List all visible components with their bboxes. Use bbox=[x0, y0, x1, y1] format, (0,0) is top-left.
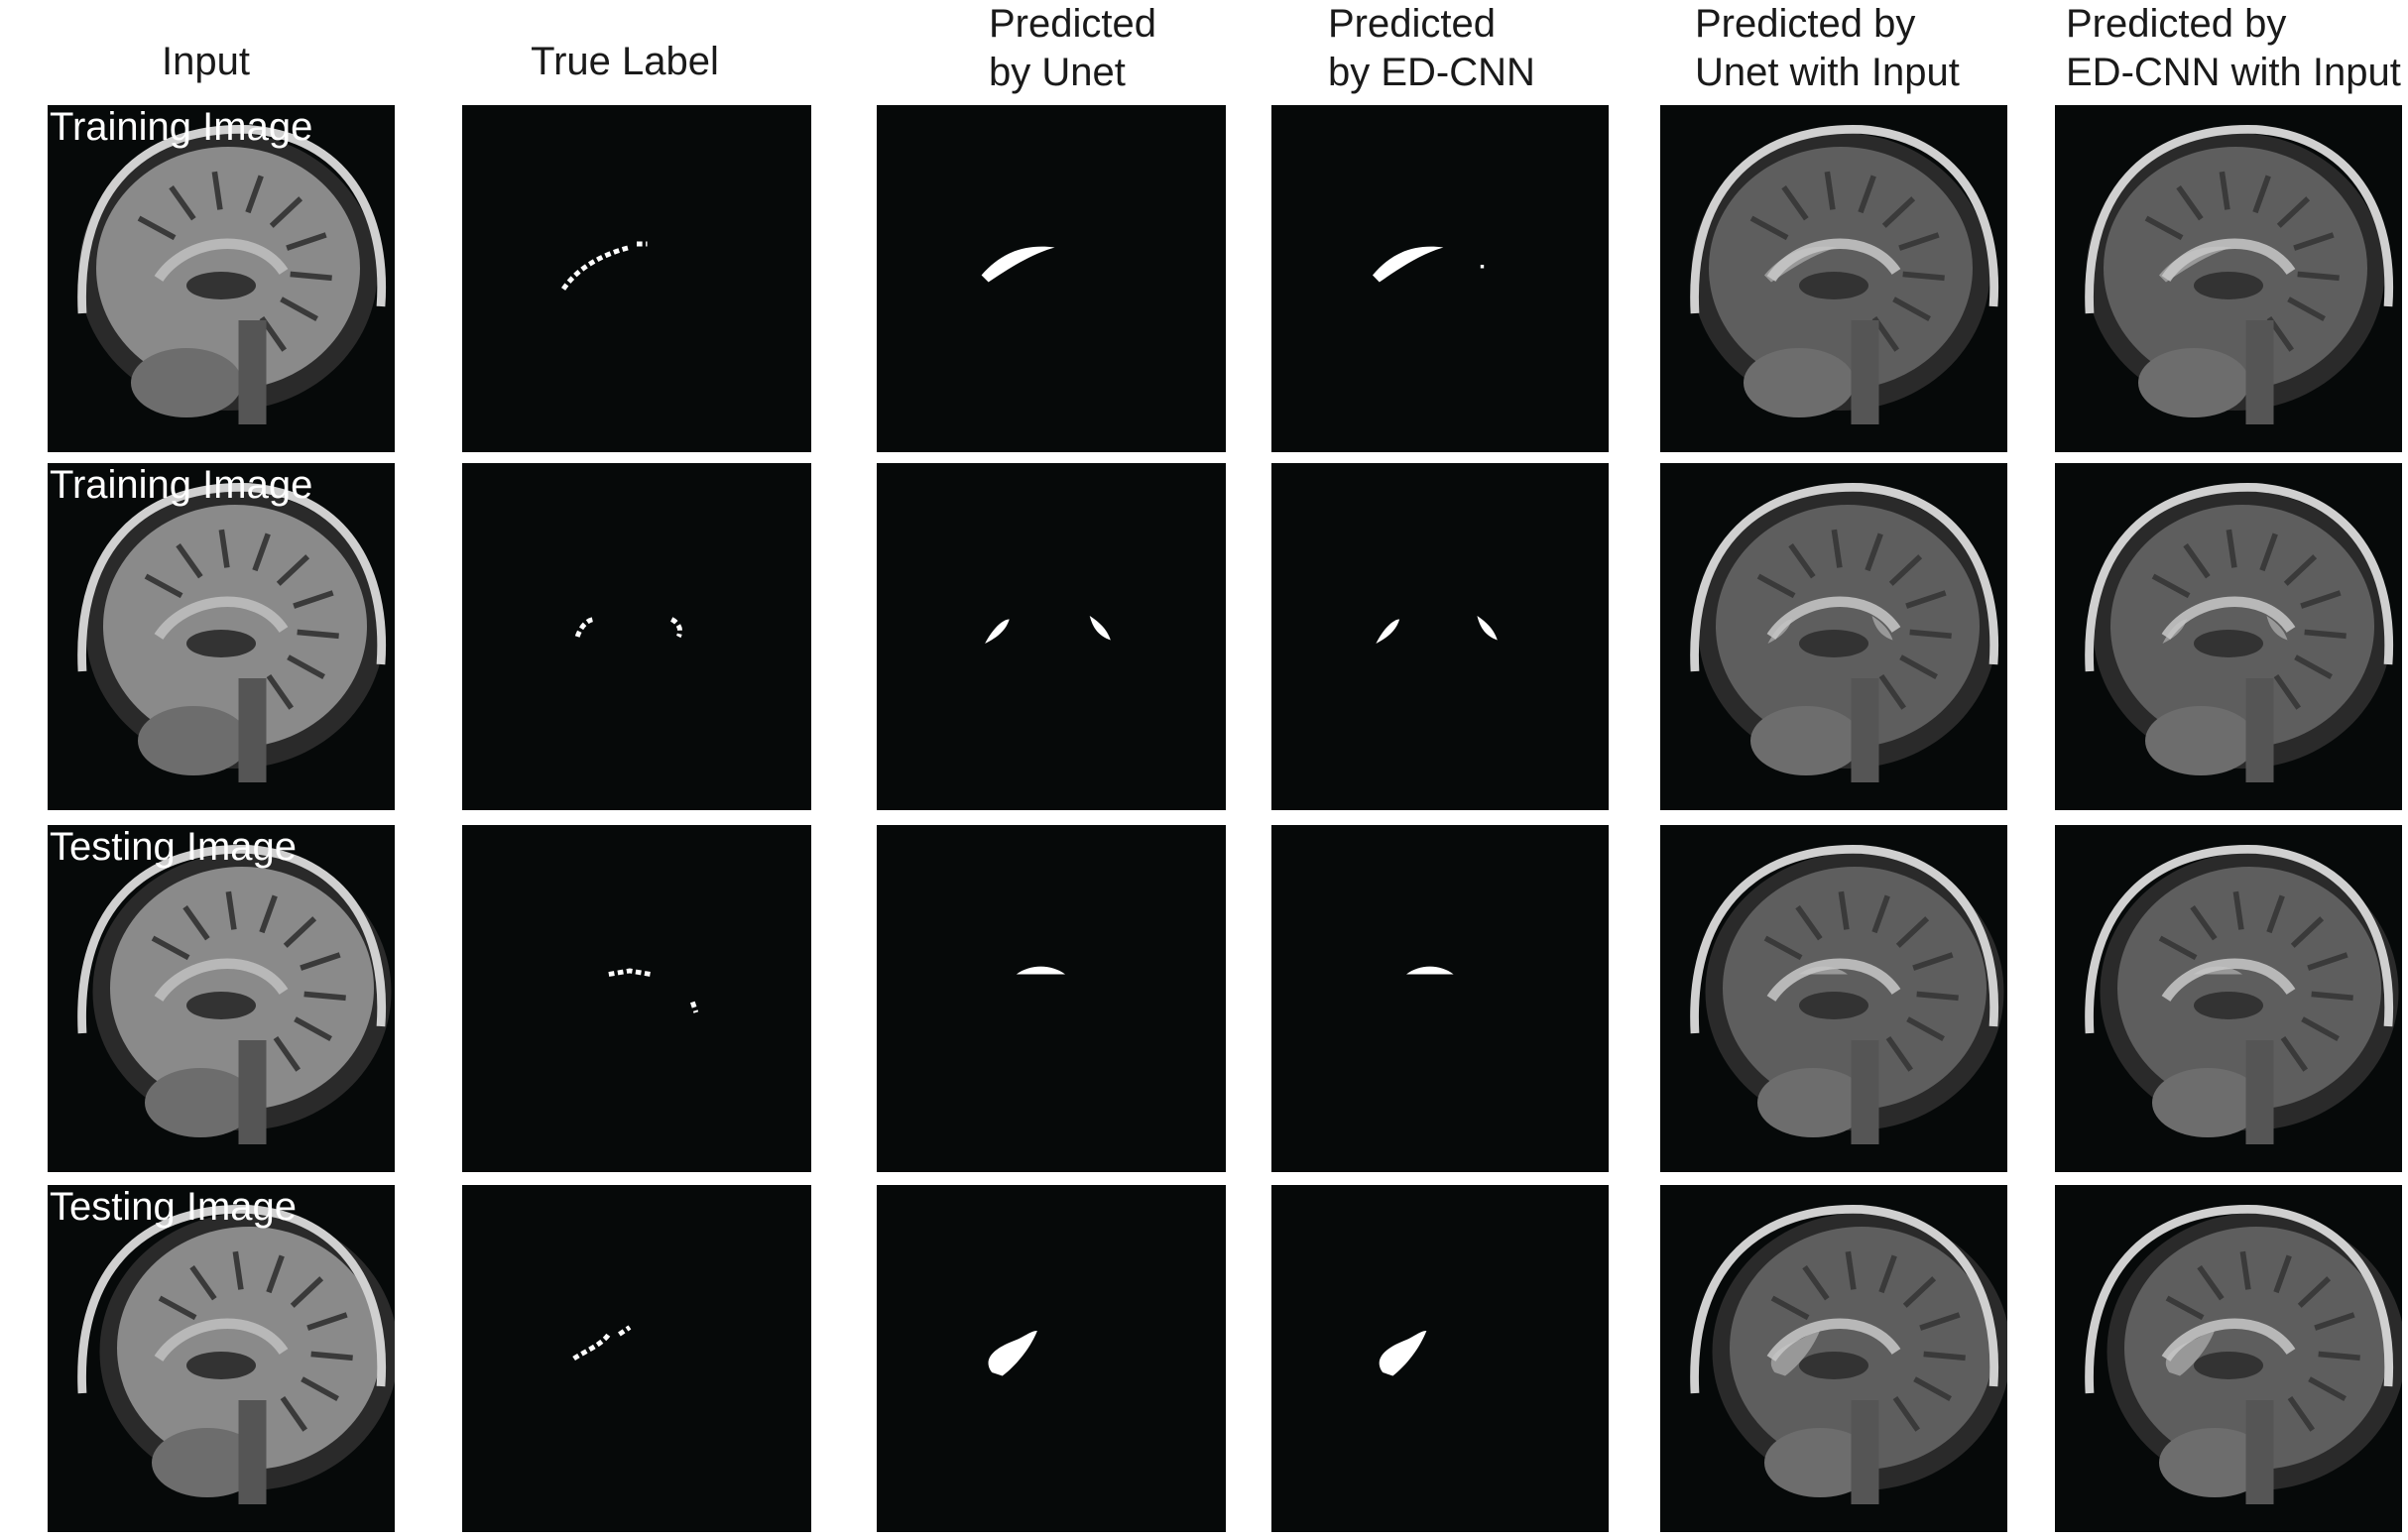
edcnn-overlay-row-1 bbox=[2055, 105, 2402, 452]
column-header-predicted-unet-input: Predicted by Unet with Input bbox=[1695, 2, 1960, 94]
input-image-graphic bbox=[77, 845, 392, 1144]
edcnn-prediction-row-3 bbox=[1271, 825, 1609, 1172]
column-header-true-label: True Label bbox=[531, 40, 719, 83]
unet-overlay-graphic bbox=[1690, 125, 1999, 424]
unet-prediction-row-1 bbox=[877, 105, 1226, 452]
edcnn-prediction-row-1 bbox=[1271, 105, 1609, 452]
input-image-row-4: Testing Image bbox=[48, 1185, 395, 1532]
input-image-row-1: Training Image bbox=[48, 105, 395, 452]
edcnn-prediction-row-2 bbox=[1271, 463, 1609, 810]
edcnn-prediction-graphic bbox=[1373, 246, 1485, 283]
input-image-row-2: Training Image bbox=[48, 463, 395, 810]
unet-prediction-row-2 bbox=[877, 463, 1226, 810]
edcnn-prediction-graphic bbox=[1406, 966, 1454, 975]
column-header-predicted-edcnn: Predicted by ED-CNN bbox=[1328, 2, 1535, 94]
unet-overlay-row-3 bbox=[1660, 825, 2007, 1172]
unet-prediction-graphic bbox=[1016, 966, 1066, 975]
true-label-mask-row-2 bbox=[462, 463, 811, 810]
column-header-input: Input bbox=[162, 40, 250, 83]
edcnn-prediction-graphic bbox=[1376, 616, 1498, 644]
edcnn-prediction-row-4 bbox=[1271, 1185, 1609, 1532]
true-label-mask-row-4 bbox=[462, 1185, 811, 1532]
column-header-predicted-edcnn-input: Predicted by ED-CNN with Input bbox=[2066, 2, 2401, 94]
true-label-mask-row-3 bbox=[462, 825, 811, 1172]
edcnn-overlay-row-2 bbox=[2055, 463, 2402, 810]
input-image-graphic bbox=[77, 483, 387, 782]
edcnn-overlay-graphic bbox=[2085, 1205, 2402, 1504]
edcnn-prediction-graphic bbox=[1379, 1331, 1427, 1376]
unet-prediction-graphic bbox=[985, 616, 1111, 644]
input-image-graphic bbox=[77, 1205, 395, 1504]
input-image-graphic bbox=[77, 125, 387, 424]
true-label-mask-graphic bbox=[561, 241, 648, 291]
unet-prediction-graphic bbox=[988, 1331, 1037, 1376]
row-label-1: Training Image bbox=[50, 105, 313, 149]
true-label-mask-row-1 bbox=[462, 105, 811, 452]
true-label-mask-graphic bbox=[574, 617, 683, 639]
unet-overlay-row-1 bbox=[1660, 105, 2007, 452]
edcnn-overlay-row-3 bbox=[2055, 825, 2402, 1172]
true-label-mask-graphic bbox=[608, 968, 699, 1013]
true-label-mask-graphic bbox=[572, 1325, 632, 1362]
unet-overlay-row-4 bbox=[1660, 1185, 2007, 1532]
unet-prediction-row-3 bbox=[877, 825, 1226, 1172]
unet-prediction-graphic bbox=[981, 246, 1055, 283]
edcnn-overlay-graphic bbox=[2085, 483, 2394, 782]
input-image-row-3: Testing Image bbox=[48, 825, 395, 1172]
edcnn-overlay-graphic bbox=[2085, 845, 2399, 1144]
unet-overlay-graphic bbox=[1690, 483, 1999, 782]
unet-overlay-row-2 bbox=[1660, 463, 2007, 810]
unet-prediction-row-4 bbox=[877, 1185, 1226, 1532]
row-label-4: Testing Image bbox=[50, 1185, 298, 1229]
unet-overlay-graphic bbox=[1690, 1205, 2007, 1504]
row-label-2: Training Image bbox=[50, 463, 313, 507]
row-label-3: Testing Image bbox=[50, 825, 298, 869]
column-header-predicted-unet: Predicted by Unet bbox=[989, 2, 1156, 94]
edcnn-overlay-row-4 bbox=[2055, 1185, 2402, 1532]
edcnn-overlay-graphic bbox=[2085, 125, 2394, 424]
unet-overlay-graphic bbox=[1690, 845, 2004, 1144]
